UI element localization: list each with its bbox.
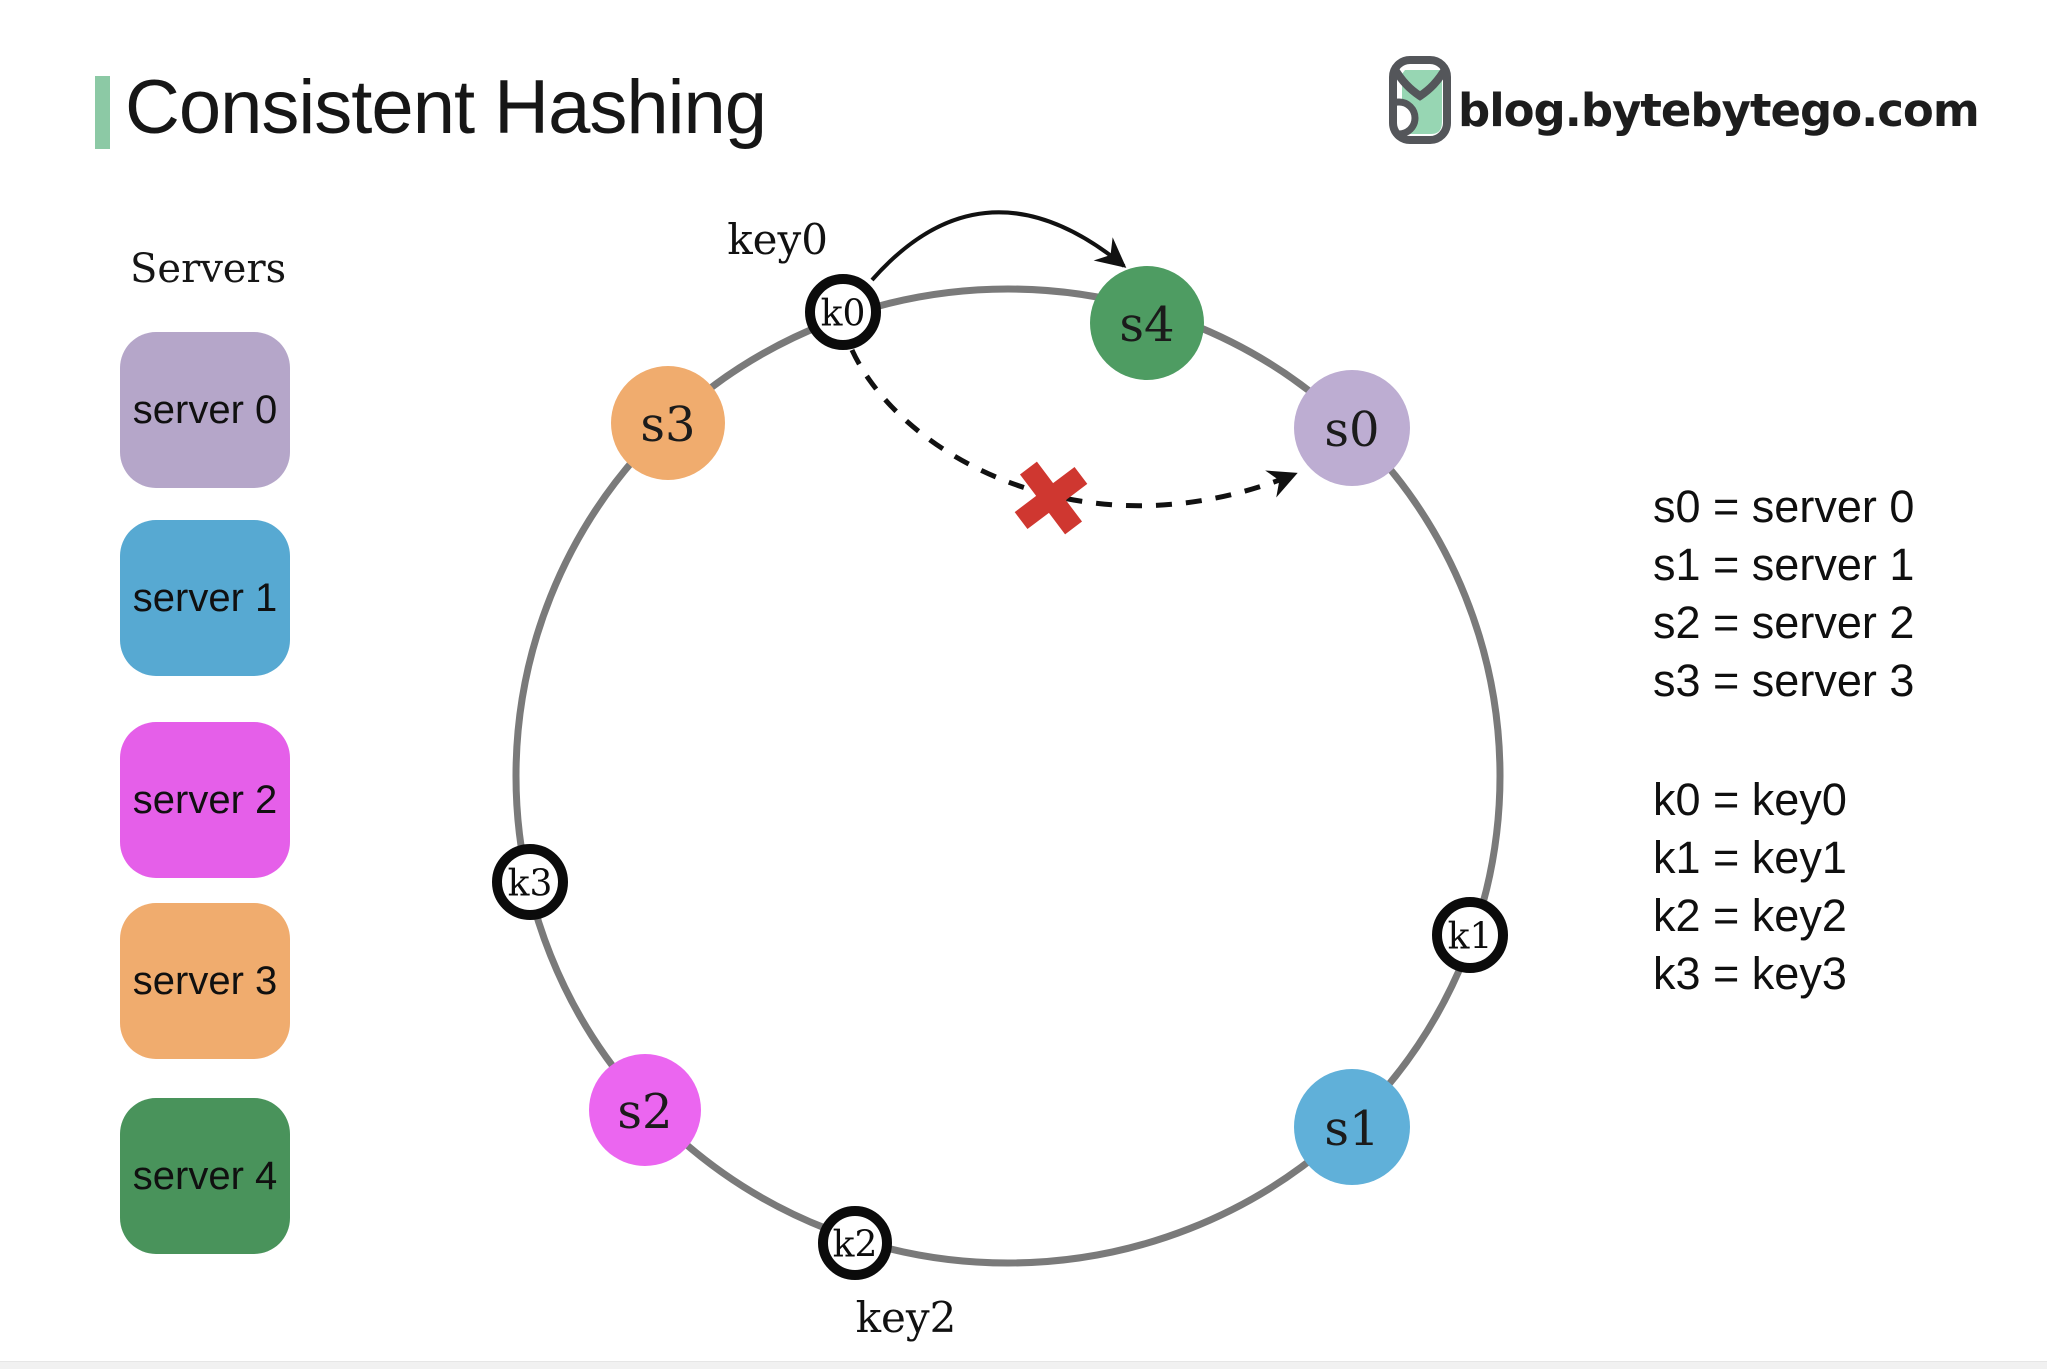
- legend-line-s3: s3 = server 3: [1653, 655, 1915, 706]
- ring-node-s2-circle: [589, 1054, 701, 1166]
- legend-line-k3: k3 = key3: [1653, 948, 1847, 999]
- server-box-label: server 3: [132, 958, 278, 1003]
- ring-node-k2-circle: [818, 1206, 892, 1280]
- ring-node-k2-label: k2: [833, 1225, 878, 1266]
- bytebytego-logo-icon: [1389, 56, 1451, 144]
- ring-node-k1: k1: [1432, 897, 1508, 973]
- ring-node-s1: s1: [1294, 1069, 1410, 1185]
- ring-node-s3: s3: [611, 366, 725, 480]
- ring-node-s3-label: s3: [640, 397, 695, 453]
- arrow-k0-to-s4: [870, 210, 1127, 282]
- legend-line-k0: k0 = key0: [1653, 774, 1847, 825]
- ring-node-s0: s0: [1294, 370, 1410, 486]
- ring-node-s0-label: s0: [1324, 402, 1379, 458]
- annotation-key2: key2: [856, 1293, 957, 1342]
- title-accent-bar: [95, 76, 110, 149]
- legend-line-k1: k1 = key1: [1653, 832, 1847, 883]
- legend-line-s1: s1 = server 1: [1653, 539, 1915, 590]
- ring-node-s4-label: s4: [1119, 297, 1174, 353]
- server-box-label: server 0: [132, 387, 278, 432]
- server-box-label: server 1: [132, 575, 278, 620]
- logo-owl-brow: [1395, 62, 1445, 101]
- legend-line-k2: k2 = key2: [1653, 890, 1847, 941]
- ring-node-s1-circle: [1294, 1069, 1410, 1185]
- brand-url: blog.bytebytego.com: [1458, 84, 1980, 137]
- page-title: Consistent Hashing: [125, 65, 767, 150]
- hash-ring-circle: [512, 285, 1504, 1267]
- ring-node-s4: s4: [1090, 266, 1204, 380]
- cross-shape: [1014, 461, 1088, 535]
- ring-node-s2-label: s2: [617, 1084, 672, 1140]
- ring-node-s0-circle: [1294, 370, 1410, 486]
- server-box-label: server 4: [132, 1153, 278, 1198]
- server-box-0: server 0: [120, 332, 290, 488]
- server-box-4: server 4: [120, 1098, 290, 1254]
- bottom-strip: [0, 1361, 2047, 1369]
- ring-node-s1-label: s1: [1324, 1101, 1379, 1157]
- ring-node-k3-label: k3: [508, 864, 553, 905]
- servers-heading: Servers: [130, 246, 287, 292]
- ring-node-k3: k3: [492, 844, 568, 920]
- legend-line-s0: s0 = server 0: [1653, 481, 1915, 532]
- ring-node-k2: k2: [818, 1206, 892, 1280]
- legend-servers: s0 = server 0 s1 = server 1 s2 = server …: [1653, 478, 1914, 710]
- server-box-1: server 1: [120, 520, 290, 676]
- ring-node-k1-label: k1: [1448, 917, 1493, 958]
- logo-outline: [1389, 56, 1451, 144]
- server-box-2: server 2: [120, 722, 290, 878]
- server-box-label: server 2: [132, 777, 278, 822]
- annotation-key0: key0: [727, 215, 828, 264]
- ring-node-k0-label: k0: [821, 294, 866, 335]
- ring-node-k3-circle: [492, 844, 568, 920]
- ring-node-k0: k0: [805, 274, 881, 350]
- server-box-3: server 3: [120, 903, 290, 1059]
- removed-route-cross-icon: [1014, 461, 1088, 535]
- ring-node-s2: s2: [589, 1054, 701, 1166]
- ring-node-k1-circle: [1432, 897, 1508, 973]
- ring-node-s4-circle: [1090, 266, 1204, 380]
- arrow-k0-to-s0-dashed: [849, 348, 1298, 509]
- ring-node-k0-circle: [805, 274, 881, 350]
- legend-keys: k0 = key0 k1 = key1 k2 = key2 k3 = key3: [1653, 771, 1847, 1003]
- legend-line-s2: s2 = server 2: [1653, 597, 1915, 648]
- ring-node-s3-circle: [611, 366, 725, 480]
